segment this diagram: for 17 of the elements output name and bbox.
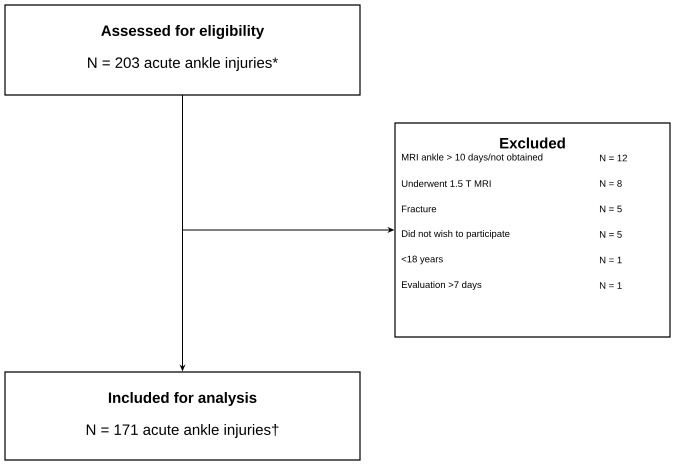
count-text: N = 8 — [600, 180, 622, 187]
count-text: N = 5 — [600, 231, 622, 238]
box-heading: Excluded — [500, 137, 565, 148]
reason-text: <18 years — [402, 256, 443, 264]
reason-text: Fracture — [402, 206, 436, 212]
box-text: N = 203 acute ankle injuries* — [88, 57, 278, 71]
count-text: N = 12 — [600, 154, 627, 162]
count-text: N = 1 — [600, 256, 622, 264]
reason-text: Did not wish to participate — [402, 230, 510, 239]
reason-text: Underwent 1.5 T MRI — [402, 180, 491, 187]
count-text: N = 5 — [600, 206, 622, 212]
count-text: N = 1 — [600, 282, 622, 289]
box-heading: Assessed for eligibility — [101, 24, 264, 40]
box-text: N = 171 acute ankle injuries† — [86, 424, 278, 438]
reason-text: MRI ankle > 10 days/not obtained — [402, 154, 542, 162]
reason-text: Evaluation >7 days — [402, 281, 482, 290]
box-heading: Included for analysis — [108, 392, 256, 406]
